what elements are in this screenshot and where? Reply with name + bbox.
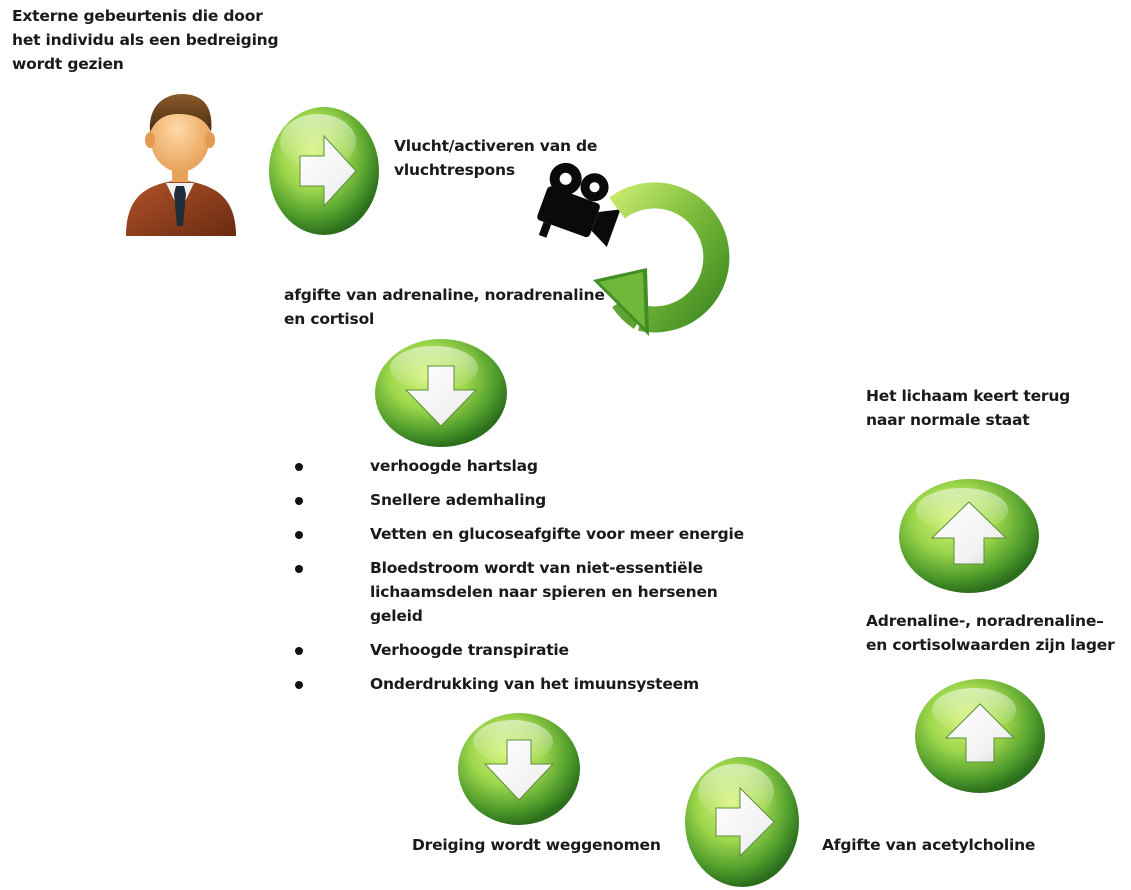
effect-text: Vetten en glucoseafgifte voor meer energ…: [370, 525, 744, 543]
arrow-button-release: [372, 336, 510, 450]
arrow-down-icon: [375, 339, 507, 447]
recovery-label: Het lichaam keert terug naar normale sta…: [866, 387, 1071, 429]
movie-camera-icon: [537, 162, 621, 248]
effect-text: Bloedstroom wordt van niet-essentiële li…: [370, 559, 718, 625]
bullet-icon: [295, 681, 303, 689]
arrow-down-icon: [458, 713, 580, 825]
arrow-button-acetylcholine-up: [912, 676, 1048, 796]
arrow-button-flight: [266, 104, 382, 238]
list-item: Snellere ademhaling: [293, 488, 773, 512]
businessman-icon: [126, 94, 236, 236]
list-item: Bloedstroom wordt van niet-essentiële li…: [293, 556, 773, 628]
arrow-button-recovery: [896, 476, 1042, 596]
arrow-up-icon: [899, 479, 1039, 593]
list-item: Onderdrukking van het imuunsysteem: [293, 672, 773, 696]
list-item: Verhoogde transpiratie: [293, 638, 773, 662]
circular-arrow-icon: [593, 182, 730, 336]
bullet-icon: [295, 531, 303, 539]
bullet-icon: [295, 647, 303, 655]
release-label: afgifte van adrenaline, noradrenaline en…: [284, 286, 605, 328]
lower-levels-label: Adrenaline-, noradrenaline– en cortisolw…: [866, 612, 1115, 654]
effects-list: verhoogde hartslag Snellere ademhaling V…: [293, 454, 773, 706]
flight-label: Vlucht/activeren van de vluchtrespons: [394, 137, 598, 179]
list-item: Vetten en glucoseafgifte voor meer energ…: [293, 522, 773, 546]
arrow-right-icon: [685, 757, 799, 887]
bullet-icon: [295, 497, 303, 505]
bullet-icon: [295, 565, 303, 573]
effect-text: Verhoogde transpiratie: [370, 641, 569, 659]
acetylcholine-label: Afgifte van acetylcholine: [822, 836, 1036, 854]
trigger-label: Externe gebeurtenis die door het individ…: [12, 7, 279, 73]
list-item: verhoogde hartslag: [293, 454, 773, 478]
bullet-icon: [295, 463, 303, 471]
effect-text: Onderdrukking van het imuunsysteem: [370, 675, 699, 693]
effect-text: Snellere ademhaling: [370, 491, 547, 509]
arrow-up-icon: [915, 679, 1045, 793]
arrow-button-acetylcholine: [682, 754, 802, 890]
arrow-right-icon: [269, 107, 379, 235]
arrow-button-threat-removed: [455, 710, 583, 828]
threat-removed-label: Dreiging wordt weggenomen: [412, 836, 661, 854]
effect-text: verhoogde hartslag: [370, 457, 538, 475]
